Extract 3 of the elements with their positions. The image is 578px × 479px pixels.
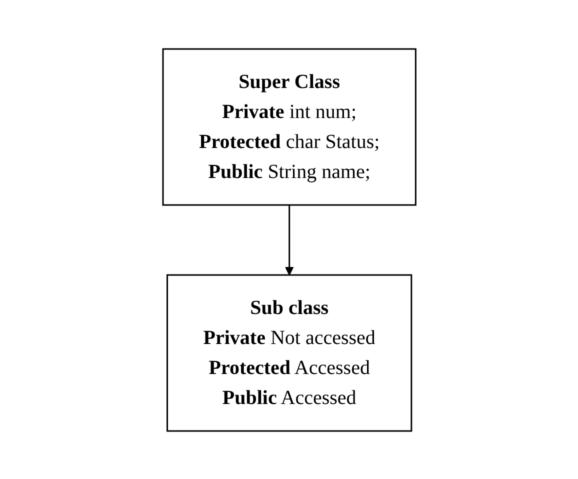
node-box: Super Class Private int num; Protected char Status; Public String name; [162, 48, 416, 206]
arrow [284, 204, 294, 275]
node-box: Sub class Private Not accessed Protected Accessed Public Accessed [166, 274, 412, 432]
